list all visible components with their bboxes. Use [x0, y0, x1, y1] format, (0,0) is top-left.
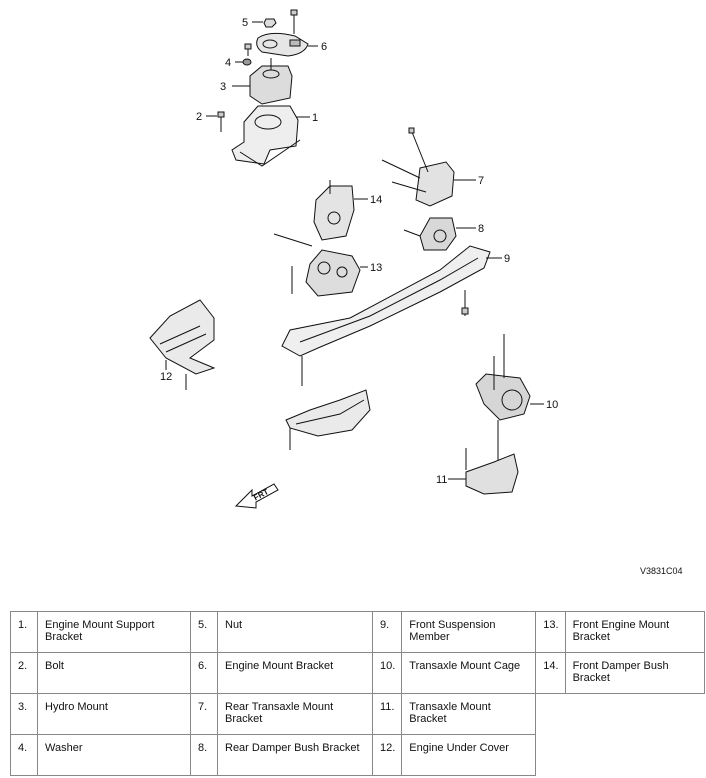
- nut-part: [252, 18, 277, 28]
- callout-7: 7: [478, 175, 484, 187]
- legend-name: Front Suspension Member: [401, 611, 537, 653]
- callout-12: 12: [160, 371, 172, 383]
- legend-name: Front Engine Mount Bracket: [564, 611, 705, 653]
- callout-10: 10: [546, 399, 558, 411]
- callout-4: 4: [225, 57, 231, 69]
- callout-6: 6: [321, 41, 327, 53]
- callout-13: 13: [370, 262, 382, 274]
- legend-name: Transaxle Mount Cage: [401, 652, 537, 694]
- front-direction-arrow-icon: [234, 483, 279, 509]
- front-damper-bush-bracket-part: [313, 180, 368, 241]
- callout-5: 5: [242, 17, 248, 29]
- legend-num: 13.: [535, 611, 566, 653]
- legend-name: Transaxle Mount Bracket: [401, 693, 537, 735]
- engine-mount-bracket-part: [256, 32, 318, 57]
- callout-8: 8: [478, 223, 484, 235]
- exploded-view-diagram: 5 6 4 3 2 1 7 14 8 9 13 12 10 11 FRT: [149, 9, 558, 509]
- washer-part: [235, 43, 252, 66]
- legend-name: Engine Mount Bracket: [217, 652, 373, 694]
- legend-num: 6.: [190, 652, 218, 694]
- callout-9: 9: [504, 253, 510, 265]
- legend-row: 1. Engine Mount Support Bracket 5. Nut 9…: [10, 611, 705, 653]
- legend-name: Rear Damper Bush Bracket: [217, 734, 373, 776]
- legend-num: 9.: [371, 611, 403, 653]
- legend-name: Engine Mount Support Bracket: [37, 611, 191, 653]
- legend-name: Engine Under Cover: [401, 734, 537, 776]
- front-engine-mount-bracket-part: [273, 233, 368, 297]
- transaxle-mount-cage-part: [475, 334, 544, 421]
- engine-under-cover-right-part: [285, 356, 371, 450]
- legend-name: Bolt: [37, 652, 191, 694]
- legend-num: 10.: [371, 652, 403, 694]
- callout-3: 3: [220, 81, 226, 93]
- legend-num: 3.: [10, 693, 38, 735]
- engine-mount-support-bracket-part: [231, 105, 310, 167]
- legend-num: 7.: [190, 693, 218, 735]
- legend-row: 2. Bolt 6. Engine Mount Bracket 10. Tran…: [10, 652, 705, 694]
- rear-damper-bush-bracket-part: [403, 217, 476, 251]
- bolt-part-2: [206, 111, 225, 132]
- legend-num: 8.: [190, 734, 218, 776]
- parts-legend-table: 1. Engine Mount Support Bracket 5. Nut 9…: [10, 611, 705, 776]
- legend-row: 4. Washer 8. Rear Damper Bush Bracket 12…: [10, 734, 705, 776]
- diagram-code: V3831C04: [640, 566, 683, 576]
- callout-2: 2: [196, 111, 202, 123]
- legend-name: Rear Transaxle Mount Bracket: [217, 693, 373, 735]
- legend-name: Washer: [37, 734, 191, 776]
- engine-under-cover-part: [149, 299, 216, 390]
- callout-14: 14: [370, 194, 382, 206]
- legend-num: 2.: [10, 652, 38, 694]
- legend-num: 1.: [10, 611, 38, 653]
- legend-num: 11.: [371, 693, 403, 735]
- transaxle-mount-bracket-part: [448, 420, 519, 495]
- legend-num: 5.: [190, 611, 218, 653]
- legend-row: 3. Hydro Mount 7. Rear Transaxle Mount B…: [10, 693, 705, 735]
- rear-transaxle-mount-bracket-part: [381, 127, 476, 207]
- bolt-part: [290, 9, 298, 34]
- hydro-mount-part: [232, 58, 293, 105]
- legend-name: Front Damper Bush Bracket: [564, 652, 705, 694]
- legend-num: 4.: [10, 734, 38, 776]
- legend-name: Hydro Mount: [37, 693, 191, 735]
- callout-1: 1: [312, 112, 318, 124]
- legend-name: Nut: [217, 611, 373, 653]
- front-suspension-member-part: [281, 245, 502, 357]
- callout-11: 11: [436, 474, 447, 486]
- legend-num: 14.: [535, 652, 566, 694]
- legend-num: 12.: [371, 734, 403, 776]
